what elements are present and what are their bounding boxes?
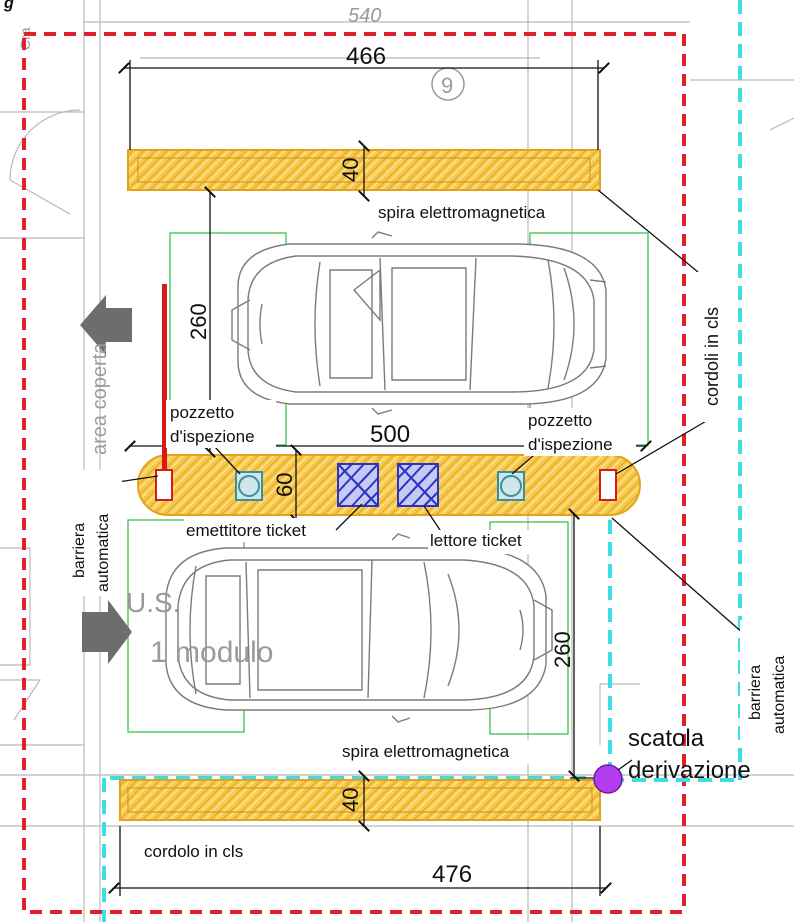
cordolo-label: cordolo in cls [144,842,243,861]
spira-top-label: spira elettromagnetica [378,203,546,222]
pozzetto-right-label: pozzetto d'ispezione [524,408,636,456]
cordolo-label-box: cordolo in cls [140,838,286,864]
lot-boundary [22,32,686,914]
svg-text:d'ispezione: d'ispezione [528,435,613,454]
ticket-emitter-icon [337,463,379,507]
exit-arrow-icon [80,295,132,355]
barriera-left-label: barriera automatica [62,470,122,596]
emettitore-label-box: emettitore ticket [184,518,334,542]
dim-bottom-476 [108,826,612,896]
dim-right-260: 260 [550,631,575,668]
top-dimension-label: 540 [348,5,381,27]
bay-number: 9 [441,73,453,98]
dim-bottom-curb-40: 40 [338,788,363,812]
entry-arrow-icon [82,600,132,664]
us-label: U.S. [126,587,180,618]
car-upper [231,231,607,415]
dim-top-466 [118,60,610,150]
barrier-post-right [599,469,617,501]
car-lower [165,533,553,723]
inspection-well-right [497,471,525,501]
svg-text:derivazione: derivazione [628,757,751,784]
caption-fragment: g [3,0,14,12]
spira-bottom-label-box: spira elettromagnetica [340,740,552,764]
pozzetto-left-label: pozzetto d'ispezione [166,400,276,448]
svg-text:barriera: barriera [71,523,88,578]
lettore-label: lettore ticket [430,531,522,550]
svg-text:scatola: scatola [628,725,705,752]
svg-text:automatica: automatica [95,514,112,592]
dim-island-500: 500 [370,421,410,448]
inspection-well-left [235,471,263,501]
central-island [137,454,641,516]
spira-bottom-label: spira elettromagnetica [342,742,510,761]
dim-left-260: 260 [186,303,211,340]
barrier-arm [162,284,167,470]
emettitore-label: emettitore ticket [186,521,306,540]
svg-text:barriera: barriera [747,665,764,720]
cordoli-label: cordoli in cls [702,307,722,406]
svg-text:automatica: automatica [771,656,788,734]
modulo-label: 1 modulo [150,636,273,669]
dim-top-466-label: 466 [346,43,386,70]
dim-top-curb-40: 40 [338,158,363,182]
barrier-post-left [155,469,173,501]
ticket-reader-icon [397,463,439,507]
dim-bottom-476-label: 476 [432,861,472,888]
svg-text:d'ispezione: d'ispezione [170,427,255,446]
lettore-label-box: lettore ticket [428,530,546,554]
dim-island-60: 60 [272,473,297,497]
barriera-right-label: barriera automatica [740,620,794,740]
svg-text:pozzetto: pozzetto [528,411,592,430]
area-coperta-label: area coperta [89,342,111,455]
cordoli-label-box: cordoli in cls [692,272,730,422]
svg-text:pozzetto: pozzetto [170,403,234,422]
scatola-label: scatola derivazione [628,725,751,784]
junction-box [593,764,623,794]
